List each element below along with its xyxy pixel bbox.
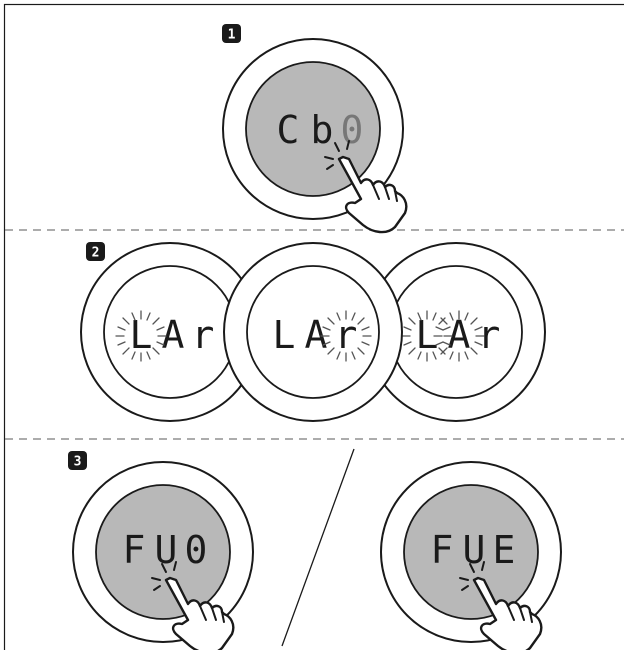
step-3-number: 3 bbox=[74, 455, 82, 470]
display-char: E bbox=[493, 528, 516, 572]
step-3-thermostat-a: F U 0 bbox=[73, 462, 253, 650]
display-char: b bbox=[311, 108, 334, 152]
display-char: 0 bbox=[185, 528, 208, 572]
step-3-badge: 3 bbox=[68, 451, 87, 470]
step-2-number: 2 bbox=[92, 246, 100, 261]
display-char: r bbox=[192, 313, 215, 357]
display-char: A bbox=[162, 313, 185, 357]
step-1-badge: 1 bbox=[222, 24, 241, 43]
display-char: U bbox=[463, 528, 486, 572]
step-1-number: 1 bbox=[228, 28, 236, 43]
display-char: L bbox=[273, 313, 296, 357]
step-2-badge: 2 bbox=[86, 242, 105, 261]
display-char: A bbox=[305, 313, 328, 357]
step-2-thermostat-b: L A r bbox=[224, 243, 402, 421]
option-divider bbox=[282, 449, 354, 646]
display-char: F bbox=[431, 528, 454, 572]
display-char: U bbox=[155, 528, 178, 572]
step-3-thermostat-b: F U E bbox=[381, 462, 561, 650]
display-char: r bbox=[478, 313, 501, 357]
display-char: F bbox=[123, 528, 146, 572]
display-char: C bbox=[277, 108, 300, 152]
step-1-thermostat: C b 0 bbox=[223, 39, 406, 232]
display-char: 0 bbox=[341, 108, 364, 152]
